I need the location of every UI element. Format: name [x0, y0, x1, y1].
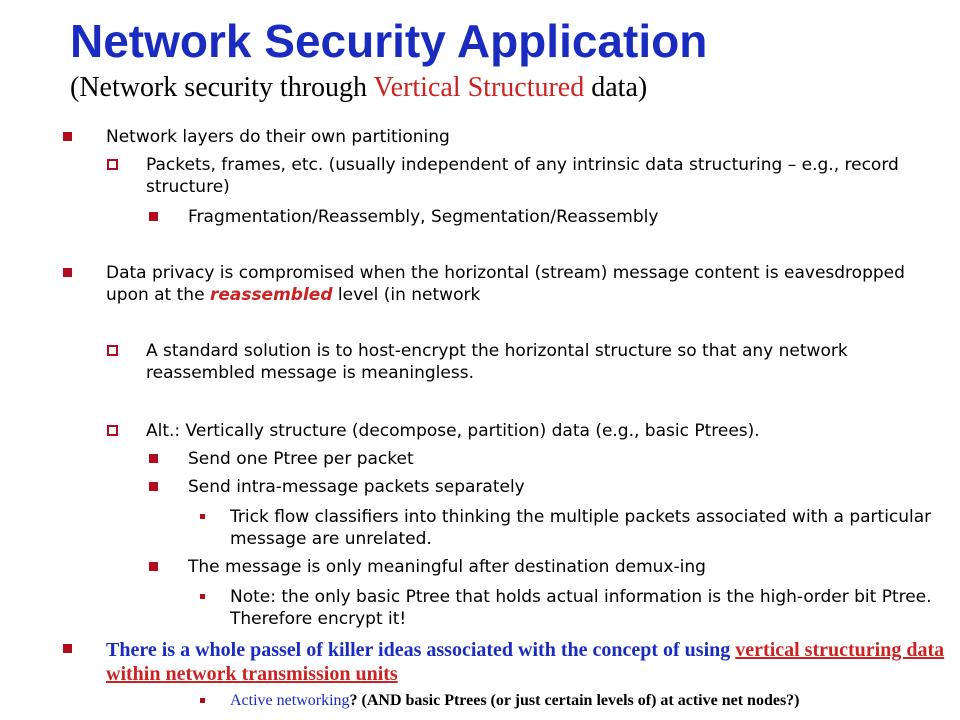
bullet-text: Active networking? (AND basic Ptrees (or… — [230, 690, 950, 712]
bullet-alt-vertical: Alt.: Vertically structure (decompose, p… — [107, 420, 946, 442]
bullet-data-privacy: Data privacy is compromised when the hor… — [63, 262, 946, 306]
square-bullet-icon — [149, 482, 158, 491]
small-square-bullet-icon — [200, 594, 205, 599]
hollow-square-bullet-icon — [107, 345, 118, 356]
bullet-trick-flow: Trick flow classifiers into thinking the… — [200, 506, 950, 550]
bullet-text: Send intra-message packets separately — [188, 477, 525, 497]
bullet-text: Network layers do their own partitioning — [106, 127, 450, 147]
vertical-structuring-link[interactable]: vertical structuring data within network… — [106, 639, 945, 685]
bullet-one-ptree: Send one Ptree per packet — [149, 448, 948, 470]
bullet-text: Data privacy is compromised when the hor… — [106, 262, 946, 306]
subtitle-text-pre: (Network security through — [70, 72, 374, 103]
square-bullet-icon — [149, 212, 158, 221]
bullet-killer-ideas: There is a whole passel of killer ideas … — [63, 638, 946, 686]
bullet-text: Send one Ptree per packet — [188, 449, 414, 469]
text-segment-bold: ? (AND basic Ptrees (or just certain lev… — [349, 692, 800, 709]
bullet-active-networking: Active networking? (AND basic Ptrees (or… — [200, 690, 950, 712]
square-bullet-icon — [149, 562, 158, 571]
bullet-text: Note: the only basic Ptree that holds ac… — [230, 587, 932, 629]
slide-subtitle: (Network security through Vertical Struc… — [70, 70, 647, 106]
text-segment: Data privacy is compromised when the hor… — [106, 263, 905, 305]
bullet-standard-solution: A standard solution is to host-encrypt t… — [107, 340, 946, 384]
text-segment: level (in network — [332, 285, 481, 305]
small-square-bullet-icon — [200, 698, 205, 703]
bullet-intra-message: Send intra-message packets separately — [149, 476, 948, 498]
bullet-text: There is a whole passel of killer ideas … — [106, 638, 946, 686]
square-bullet-icon — [63, 132, 72, 141]
emphasis-reassembled: reassembled — [209, 285, 333, 305]
text-segment: There is a whole passel of killer ideas … — [106, 639, 736, 661]
slide-title: Network Security Application — [70, 15, 708, 67]
square-bullet-icon — [63, 268, 72, 277]
bullet-demux: The message is only meaningful after des… — [149, 556, 948, 578]
text-segment: Active networking — [230, 692, 350, 709]
bullet-text: A standard solution is to host-encrypt t… — [146, 341, 848, 383]
bullet-note-ptree: Note: the only basic Ptree that holds ac… — [200, 586, 950, 630]
bullet-packets-frames: Packets, frames, etc. (usually independe… — [107, 154, 946, 198]
bullet-text: Trick flow classifiers into thinking the… — [230, 507, 932, 549]
square-bullet-icon — [63, 644, 72, 653]
bullet-text: The message is only meaningful after des… — [188, 557, 706, 577]
subtitle-highlight: Vertical Structured — [373, 72, 585, 103]
bullet-text: Alt.: Vertically structure (decompose, p… — [146, 421, 760, 441]
subtitle-text-post: data) — [584, 72, 648, 103]
small-square-bullet-icon — [200, 514, 205, 519]
hollow-square-bullet-icon — [107, 425, 118, 436]
bullet-network-layers: Network layers do their own partitioning — [63, 126, 946, 148]
hollow-square-bullet-icon — [107, 159, 118, 170]
bullet-fragmentation: Fragmentation/Reassembly, Segmentation/R… — [149, 206, 948, 228]
square-bullet-icon — [149, 454, 158, 463]
bullet-text: Fragmentation/Reassembly, Segmentation/R… — [188, 207, 659, 227]
bullet-text: Packets, frames, etc. (usually independe… — [146, 155, 899, 197]
